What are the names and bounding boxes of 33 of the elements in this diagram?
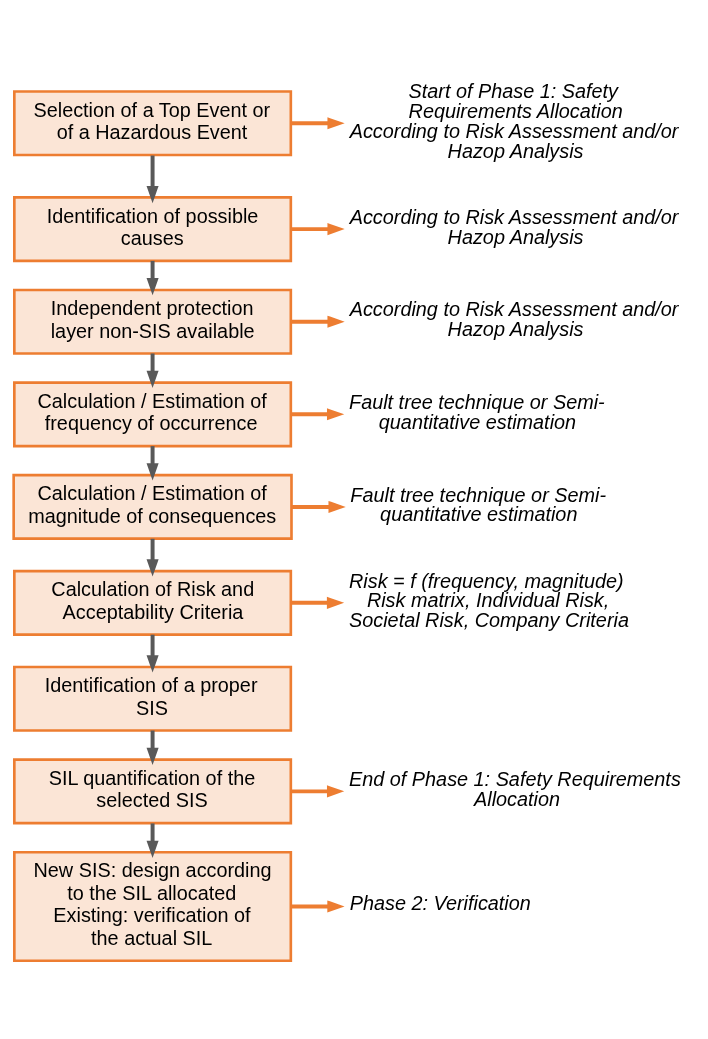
arrow bbox=[291, 500, 346, 513]
arrow bbox=[146, 353, 159, 388]
node-text: Phase 2: Verification bbox=[349, 891, 531, 914]
arrow bbox=[146, 538, 159, 577]
arrow bbox=[291, 117, 345, 130]
node-text: Fault tree technique or Semi-quantitative estimation bbox=[349, 391, 605, 433]
node-text: According to Risk Assessment and/or Hazop Analysis bbox=[349, 205, 679, 248]
arrow bbox=[146, 155, 159, 204]
node-box: New SIS: design according to the SIL allocated Existing: verification of the actual SIL bbox=[13, 850, 293, 963]
node-text: According to Risk Assessment and/or Hazop Analysis bbox=[349, 298, 679, 341]
arrow bbox=[146, 446, 159, 481]
node-box: Calculation / Estimation of frequency of occurrence bbox=[13, 381, 293, 448]
node-box: Independent protection layer non-SIS available bbox=[13, 288, 293, 355]
arrow bbox=[291, 596, 345, 609]
arrow bbox=[146, 634, 159, 673]
node-box: Calculation / Estimation of magnitude of consequences bbox=[12, 473, 293, 540]
arrow bbox=[146, 730, 159, 766]
node-text: Risk = f (frequency, magnitude) Risk matrix, Individual Risk, Societal Risk, Company Criteria bbox=[349, 569, 629, 632]
node-box: Identification of possible causes bbox=[13, 196, 293, 263]
node-box: Calculation of Risk and Acceptability Criteria bbox=[13, 569, 293, 636]
arrow bbox=[291, 223, 345, 236]
arrow bbox=[291, 900, 345, 913]
node-text: End of Phase 1: Safety Requirements Allocation bbox=[349, 768, 681, 810]
node-box: SIL quantification of the selected SIS bbox=[13, 758, 293, 825]
arrow bbox=[291, 785, 345, 798]
node-box: Identification of a proper SIS bbox=[13, 665, 293, 732]
arrow bbox=[146, 260, 159, 296]
arrow bbox=[291, 408, 345, 421]
node-text: Start of Phase 1: Safety Requirements Allocation According to Risk Assessment and/or Hazop Analysis bbox=[349, 80, 679, 162]
arrow bbox=[146, 823, 159, 858]
node-text: Fault tree technique or Semi-quantitative estimation bbox=[350, 483, 607, 526]
node-box: Selection of a Top Event or of a Hazardous Event bbox=[13, 90, 293, 157]
arrow bbox=[291, 315, 345, 328]
